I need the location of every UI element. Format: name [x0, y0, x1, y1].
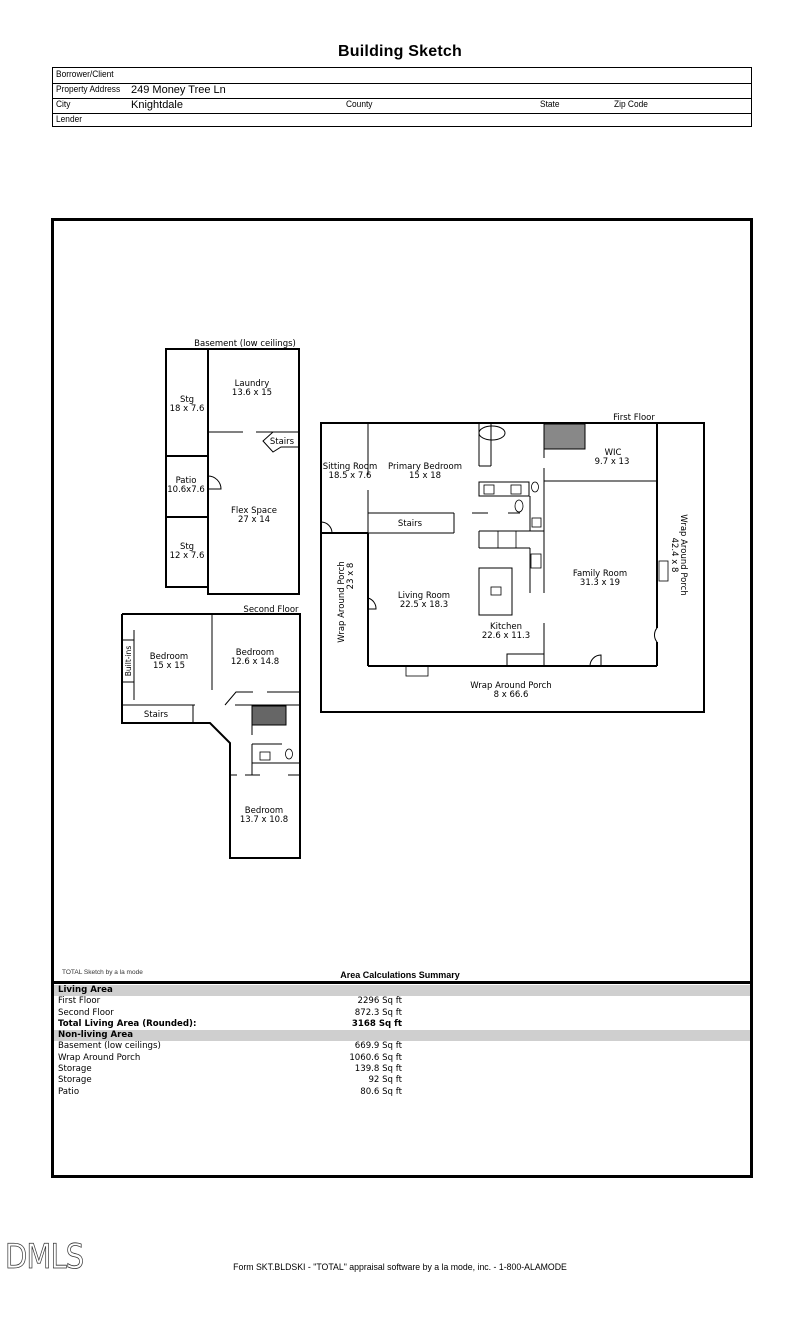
room-basement-stairs: Stairs [270, 437, 295, 447]
area-summary-table: Living Area First Floor 2296 Sq ft Secon… [54, 985, 750, 1098]
room-wic-name: WIC [605, 448, 622, 458]
area-label: Second Floor [58, 1007, 114, 1018]
address-label: Property Address [56, 84, 121, 95]
property-header-table: Borrower/Client Property Address 249 Mon… [52, 67, 752, 127]
room-porch-south-dims: 8 x 66.6 [494, 690, 529, 700]
area-value: 80.6 Sq ft [360, 1086, 402, 1097]
basement-label: Basement (low ceilings) [194, 339, 296, 349]
room-sitting-name: Sitting Room [323, 462, 377, 472]
area-label: Wrap Around Porch [58, 1052, 141, 1063]
area-label: Storage [58, 1064, 92, 1075]
room-laundry-name: Laundry [235, 379, 270, 389]
area-label: Total Living Area (Rounded): [58, 1018, 197, 1029]
area-label: Living Area [58, 985, 113, 995]
room-builtins: Built-ins [124, 646, 133, 677]
room-first-stairs: Stairs [398, 519, 423, 529]
lender-row: Lender [53, 113, 751, 128]
room-bedroom-3-dims: 13.7 x 10.8 [240, 815, 288, 825]
first-floor-label: First Floor [613, 413, 655, 423]
sketch-credit: TOTAL Sketch by a la mode [62, 969, 143, 976]
room-bedroom-2-dims: 12.6 x 14.8 [231, 657, 279, 667]
room-bedroom-1-dims: 15 x 15 [153, 661, 185, 671]
room-bedroom-2-name: Bedroom [236, 648, 274, 658]
room-bedroom-3-name: Bedroom [245, 806, 283, 816]
room-living-dims: 22.5 x 18.3 [400, 600, 448, 610]
area-row-storage-2: Storage 92 Sq ft [54, 1075, 750, 1086]
area-row-porch: Wrap Around Porch 1060.6 Sq ft [54, 1053, 750, 1064]
area-label: Storage [58, 1075, 92, 1086]
room-stg-1-name: Stg [180, 395, 194, 405]
area-label: First Floor [58, 996, 101, 1007]
area-label: Patio [58, 1086, 80, 1097]
room-porch-east-dims: 42.4 x 8 [669, 538, 679, 573]
room-kitchen-name: Kitchen [490, 622, 522, 632]
area-value: 92 Sq ft [368, 1075, 402, 1086]
room-porch-south-name: Wrap Around Porch [470, 681, 551, 691]
area-value: 3168 Sq ft [351, 1018, 402, 1029]
dmls-logo: DMLS [5, 1237, 85, 1278]
room-patio-name: Patio [176, 476, 197, 486]
room-porch-west-dims: 23 x 8 [346, 563, 356, 590]
room-porch-west-name: Wrap Around Porch [337, 561, 347, 642]
room-bedroom-1-name: Bedroom [150, 652, 188, 662]
city-label: City [56, 99, 71, 110]
area-row-basement: Basement (low ceilings) 669.9 Sq ft [54, 1041, 750, 1052]
room-sitting-dims: 18.5 x 7.6 [329, 471, 372, 481]
area-value: 872.3 Sq ft [354, 1007, 402, 1018]
area-value: 669.9 Sq ft [354, 1041, 402, 1052]
area-divider [53, 981, 751, 984]
shower-tile-icon [543, 423, 586, 450]
zip-label: Zip Code [614, 99, 648, 110]
address-row: Property Address 249 Money Tree Ln [53, 83, 751, 99]
room-kitchen-dims: 22.6 x 11.3 [482, 631, 530, 641]
area-row-total-living: Total Living Area (Rounded): 3168 Sq ft [54, 1019, 750, 1030]
room-family-dims: 31.3 x 19 [580, 578, 620, 588]
first-floor-plan [320, 422, 705, 713]
area-row-patio: Patio 80.6 Sq ft [54, 1087, 750, 1098]
area-row-second-floor: Second Floor 872.3 Sq ft [54, 1008, 750, 1019]
city-value: Knightdale [131, 99, 183, 111]
borrower-row: Borrower/Client [53, 68, 751, 84]
lender-label: Lender [56, 114, 83, 125]
room-flex-name: Flex Space [231, 506, 277, 516]
sketch-frame [51, 218, 753, 1178]
room-primary-name: Primary Bedroom [388, 462, 462, 472]
basement-plan [165, 348, 300, 595]
room-flex-dims: 27 x 14 [238, 515, 270, 525]
area-summary-title: Area Calculations Summary [340, 970, 460, 980]
second-floor-label: Second Floor [243, 605, 299, 615]
address-value: 249 Money Tree Ln [131, 84, 226, 96]
room-wic-dims: 9.7 x 13 [595, 457, 630, 467]
room-patio-dims: 10.6x7.6 [167, 485, 204, 495]
area-value: 1060.6 Sq ft [349, 1052, 402, 1063]
area-row-first-floor: First Floor 2296 Sq ft [54, 996, 750, 1007]
page-title: Building Sketch [338, 43, 462, 60]
room-primary-dims: 15 x 18 [409, 471, 441, 481]
room-porch-east-name: Wrap Around Porch [678, 514, 688, 595]
area-value: 139.8 Sq ft [354, 1064, 402, 1075]
room-stg-2-name: Stg [180, 542, 194, 552]
logo-text: DMLS [5, 1237, 85, 1278]
form-footer: Form SKT.BLDSKI - "TOTAL" appraisal soft… [233, 1262, 567, 1273]
fireplace-icon [251, 705, 287, 726]
room-family-name: Family Room [573, 569, 627, 579]
room-stg-1-dims: 18 x 7.6 [170, 404, 205, 414]
room-stg-2-dims: 12 x 7.6 [170, 551, 205, 561]
area-row-nonliving-section: Non-living Area [54, 1030, 750, 1042]
area-row-storage-1: Storage 139.8 Sq ft [54, 1064, 750, 1075]
room-laundry-dims: 13.6 x 15 [232, 388, 272, 398]
area-row-living-section: Living Area [54, 985, 750, 997]
room-living-name: Living Room [398, 591, 450, 601]
area-label: Non-living Area [58, 1030, 133, 1041]
city-row: City Knightdale County State Zip Code [53, 98, 751, 114]
state-label: State [540, 99, 560, 110]
borrower-label: Borrower/Client [56, 69, 114, 80]
room-second-stairs: Stairs [144, 710, 169, 720]
county-label: County [346, 99, 373, 110]
area-label: Basement (low ceilings) [58, 1041, 161, 1052]
area-value: 2296 Sq ft [357, 996, 403, 1007]
